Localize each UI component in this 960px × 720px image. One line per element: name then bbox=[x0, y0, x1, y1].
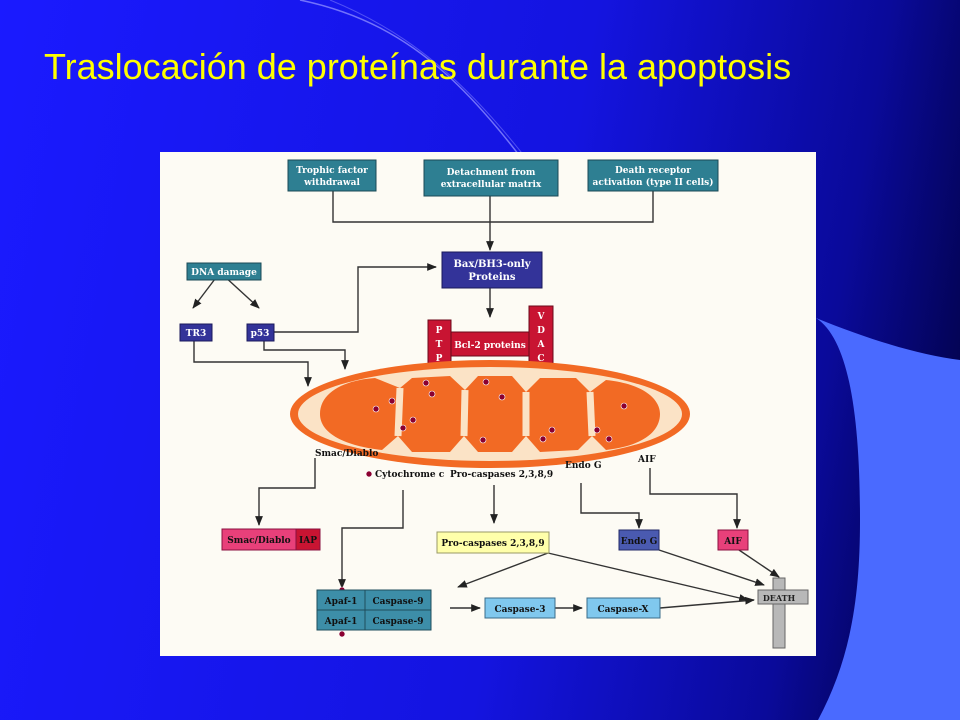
detachment-box bbox=[423, 159, 559, 197]
aif-box-label: AIF bbox=[723, 537, 742, 547]
cytochrome-c-label: Cytochrome c bbox=[375, 470, 445, 480]
smac-diablo-release-label: Smac/Diablo bbox=[315, 449, 378, 459]
apoptosis-figure: Trophic factor withdrawal Detachment fro… bbox=[160, 152, 816, 656]
detachment-label: extracellular matrix bbox=[441, 180, 542, 190]
caspase3-box bbox=[484, 597, 556, 619]
pro-caspases-box-label: Pro-caspases 2,3,8,9 bbox=[441, 539, 544, 549]
pro-caspases-box bbox=[436, 531, 550, 554]
decorative-wave-shape bbox=[816, 318, 960, 720]
vdac-letter: V bbox=[537, 312, 546, 322]
trophic-factor-label: withdrawal bbox=[303, 178, 360, 188]
death-label: DEATH bbox=[763, 593, 796, 603]
slide-title: Traslocación de proteínas durante la apo… bbox=[44, 46, 792, 87]
detachment-label: Detachment from bbox=[447, 168, 536, 178]
vdac-letter: D bbox=[537, 326, 545, 336]
bcl2-box bbox=[450, 331, 530, 357]
tr3-label: TR3 bbox=[186, 329, 206, 339]
death-receptor-label: activation (type II cells) bbox=[593, 177, 714, 188]
caspase-x-box bbox=[586, 597, 661, 619]
caspase9-box bbox=[364, 609, 432, 631]
ptp-letter: P bbox=[436, 326, 443, 336]
iap-box bbox=[295, 528, 321, 551]
aif-release-label: AIF bbox=[637, 455, 656, 465]
vdac-letter: A bbox=[537, 340, 546, 350]
bax-bh3-label: Bax/BH3-only bbox=[453, 259, 531, 270]
death-cross-icon: DEATH bbox=[757, 577, 809, 649]
endo-g-release-label: Endo G bbox=[565, 461, 602, 471]
bax-bh3-label: Proteins bbox=[468, 272, 516, 283]
trophic-factor-label: Trophic factor bbox=[296, 166, 368, 176]
death-receptor-label: Death receptor bbox=[615, 166, 691, 176]
caspase9-label: Caspase-9 bbox=[373, 597, 424, 607]
trophic-factor-box bbox=[287, 159, 377, 192]
endo-g-box bbox=[618, 529, 660, 551]
vdac-box bbox=[528, 305, 554, 371]
caspase-x-label: Caspase-X bbox=[597, 605, 648, 615]
vdac-letter: C bbox=[537, 354, 544, 364]
ptp-letter: P bbox=[436, 354, 443, 364]
dna-damage-box bbox=[186, 262, 262, 281]
aif-box bbox=[717, 529, 749, 551]
p53-label: p53 bbox=[251, 329, 270, 339]
smac-diablo-box-label: Smac/Diablo bbox=[227, 536, 290, 546]
pro-caspases-release-label: Pro-caspases 2,3,8,9 bbox=[450, 470, 553, 480]
p53-box bbox=[246, 323, 275, 342]
protein-dots bbox=[338, 378, 628, 638]
apaf1-label: Apaf-1 bbox=[324, 597, 358, 607]
mitochondrion bbox=[290, 360, 690, 468]
iap-label: IAP bbox=[299, 536, 317, 546]
bcl2-label: Bcl-2 proteins bbox=[454, 341, 526, 351]
apaf1-label: Apaf-1 bbox=[324, 617, 358, 627]
death-receptor-box bbox=[587, 159, 719, 192]
bax-bh3-box bbox=[441, 251, 543, 289]
caspase3-label: Caspase-3 bbox=[495, 605, 546, 615]
endo-g-box-label: Endo G bbox=[621, 537, 658, 547]
caspase9-label: Caspase-9 bbox=[373, 617, 424, 627]
ptp-letter: T bbox=[436, 340, 443, 350]
tr3-box bbox=[179, 323, 213, 342]
dna-damage-label: DNA damage bbox=[191, 268, 257, 278]
